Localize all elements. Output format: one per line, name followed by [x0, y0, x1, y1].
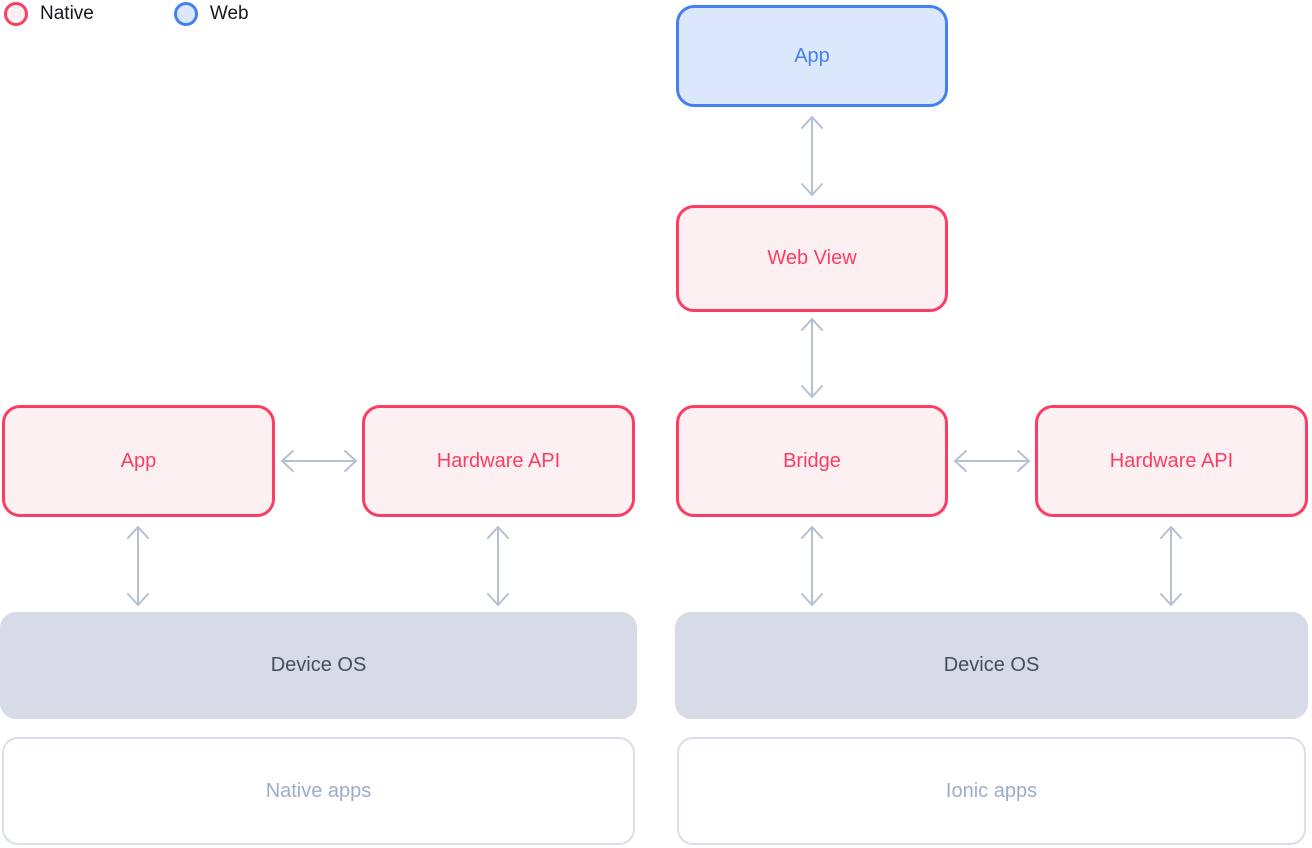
node-ionic-hardware-api-label: Hardware API [1109, 449, 1234, 472]
legend-label-web: Web [209, 3, 249, 24]
node-native-hardware-api: Hardware API [362, 405, 635, 517]
node-ionic-app: App [676, 5, 948, 107]
arrow-app-webview-icon [798, 114, 826, 198]
node-native-app: App [2, 405, 275, 517]
caption-native-apps: Native apps [2, 737, 635, 845]
arrow-nativeapp-deviceos-icon [124, 524, 152, 608]
legend-item-native: Native [4, 2, 94, 26]
node-web-view-label: Web View [767, 247, 857, 269]
caption-ionic-apps-label: Ionic apps [945, 779, 1038, 802]
node-ionic-app-label: App [794, 44, 830, 67]
arrow-webview-bridge-icon [798, 316, 826, 400]
node-native-hardware-api-label: Hardware API [436, 449, 561, 472]
legend: Native Web [4, 2, 249, 26]
caption-ionic-apps: Ionic apps [677, 737, 1306, 845]
node-bridge-label: Bridge [783, 449, 841, 472]
node-bridge: Bridge [676, 405, 948, 517]
node-native-device-os: Device OS [0, 612, 637, 719]
node-native-device-os-label: Device OS [270, 654, 367, 676]
node-native-app-label: App [120, 449, 157, 472]
arrow-bridge-deviceos-icon [798, 524, 826, 608]
node-ionic-device-os: Device OS [675, 612, 1308, 719]
node-ionic-hardware-api: Hardware API [1035, 405, 1308, 517]
node-ionic-device-os-label: Device OS [943, 654, 1040, 676]
web-ring-icon [173, 2, 198, 26]
node-web-view: Web View [676, 205, 948, 312]
legend-label-native: Native [40, 3, 94, 24]
arrow-bridge-hardwareapi-icon [952, 447, 1032, 475]
arrow-ionichardwareapi-deviceos-icon [1157, 524, 1185, 608]
legend-item-web: Web [173, 2, 249, 26]
arrow-nativehardwareapi-deviceos-icon [484, 524, 512, 608]
arrow-app-hardwareapi-icon [279, 447, 359, 475]
caption-native-apps-label: Native apps [265, 779, 372, 802]
native-ring-icon [4, 2, 28, 26]
